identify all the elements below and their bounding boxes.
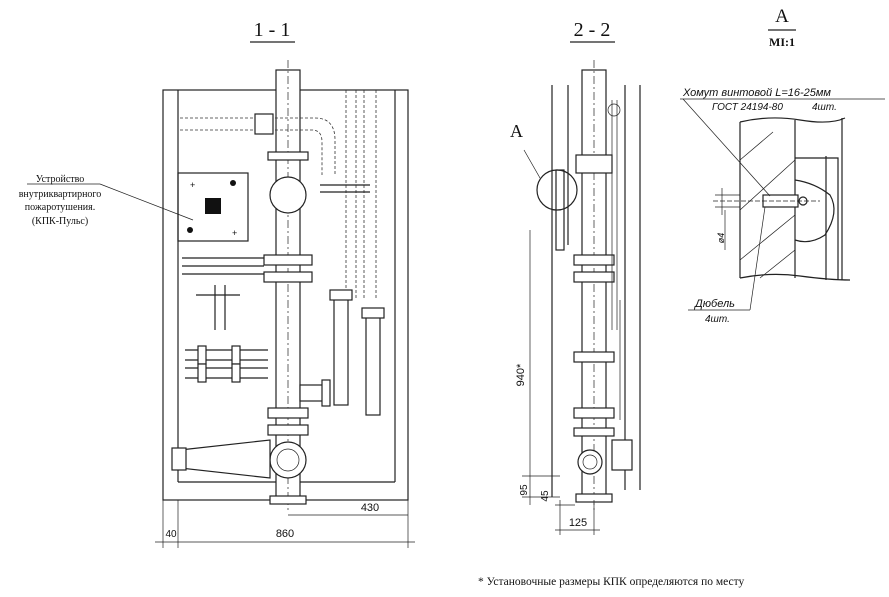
leader-line — [682, 98, 771, 197]
svg-text:+: + — [232, 228, 237, 238]
section-1-drawing — [162, 60, 409, 510]
device-label-line4: (КПК-Пульс) — [32, 216, 88, 227]
dimensions-section-2 — [522, 230, 600, 535]
kpk-device-box: + + — [177, 172, 249, 242]
detail-a-marker: A — [510, 121, 523, 141]
clamp-label-line2: ГОСТ 24194-80 — [712, 102, 783, 113]
section-2-title: 2 - 2 — [574, 19, 611, 41]
dim-940: 940* — [515, 363, 527, 386]
clamp-label-line1: Хомут винтовой L=16-25мм — [682, 87, 831, 99]
detail-a-callout-circle — [536, 169, 578, 211]
dim-860: 860 — [276, 528, 294, 540]
dim-45: 45 — [540, 490, 551, 502]
section-1-title: 1 - 1 — [254, 19, 291, 41]
section-2-drawing — [551, 60, 641, 510]
dimensions-section-1 — [155, 500, 415, 548]
leader-line — [99, 183, 194, 221]
footnote: * Установочные размеры КПК определяются … — [478, 576, 744, 588]
svg-text:+: + — [190, 180, 195, 190]
detail-title: A — [775, 6, 789, 27]
dim-95: 95 — [519, 484, 530, 496]
detail-scale: MI:1 — [769, 35, 795, 49]
device-label-line3: пожаротушения. — [25, 202, 96, 213]
diameter-label: ø4 — [716, 233, 726, 244]
dim-40: 40 — [165, 529, 177, 540]
dim-430: 430 — [361, 502, 379, 514]
leader-line — [523, 149, 541, 179]
leader-line — [749, 206, 766, 311]
detail-a-drawing — [713, 117, 851, 281]
dim-125: 125 — [569, 517, 587, 529]
clamp-label-qty: 4шт. — [812, 102, 837, 113]
dowel-label-qty: 4шт. — [705, 314, 730, 325]
device-label-line2: внутриквартирного — [19, 189, 102, 200]
device-label-line1: Устройство — [36, 174, 85, 185]
dowel-label: Дюбель — [693, 298, 735, 310]
